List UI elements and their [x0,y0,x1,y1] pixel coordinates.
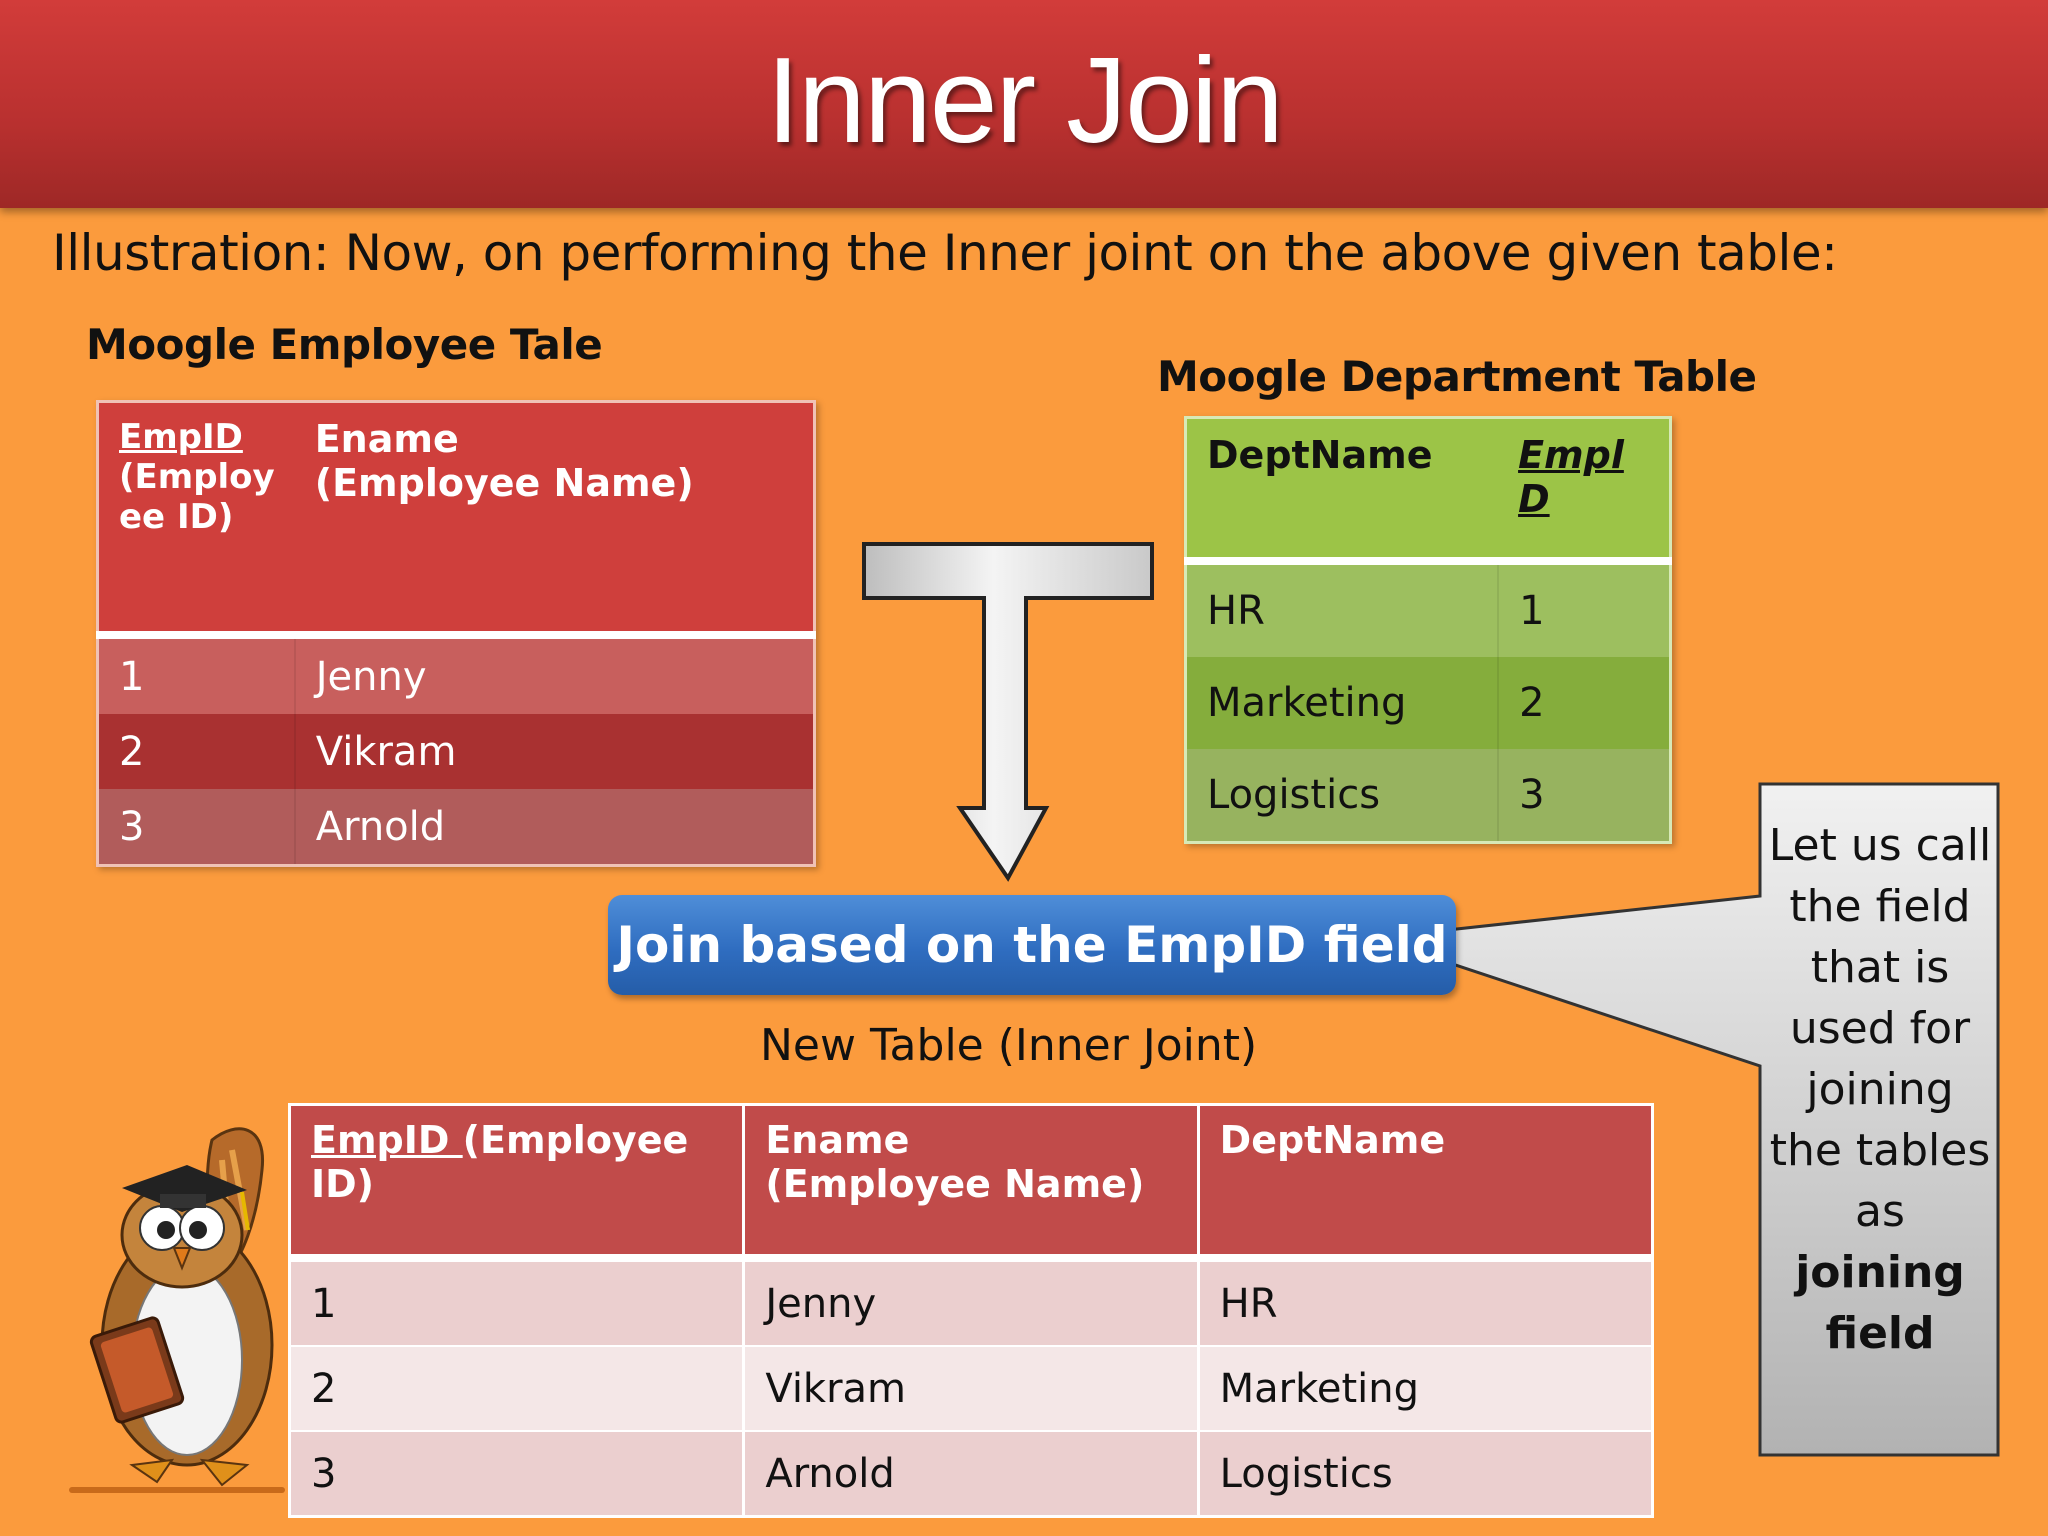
employee-table: EmpID (Employ ee ID) Ename (Employee Nam… [96,400,816,867]
down-arrow-icon [862,542,1154,882]
slide-title: Inner Join [766,32,1284,168]
result-ename-desc: (Employee Name) [765,1162,1145,1206]
employee-name-cell: Arnold [294,789,815,866]
employee-ename-label: Ename [314,417,459,461]
department-id-cell: 3 [1498,749,1671,843]
employee-empid-key: EmpID [119,417,243,457]
table-row: 2 Vikram [97,714,815,789]
employee-name-cell: Jenny [294,635,815,714]
department-table-caption: Moogle Department Table [1157,352,1757,401]
department-name-cell: Logistics [1185,749,1500,843]
result-empid-header: EmpID (Employee ID) [289,1104,744,1258]
join-label-button: Join based on the EmpID field [608,895,1456,995]
department-empid-header: Empl D [1498,417,1671,561]
department-id-cell: 1 [1498,561,1671,657]
result-name-cell: Jenny [742,1258,1199,1346]
result-name-cell: Arnold [742,1431,1199,1517]
department-deptname-header: DeptName [1185,417,1499,561]
slide-subtitle: Illustration: Now, on performing the Inn… [52,224,1838,282]
employee-table-caption: Moogle Employee Tale [86,320,603,369]
table-row: 3 Arnold Logistics [289,1431,1653,1517]
result-id-cell: 2 [289,1346,744,1431]
result-table: EmpID (Employee ID) Ename (Employee Name… [288,1103,1654,1518]
callout-text: Let us call the field that is used for j… [1764,815,1996,1364]
result-empid-desc: (Employee ID) [311,1118,689,1206]
employee-ename-desc: (Employee Name) [314,461,694,505]
result-ename-label: Ename [765,1118,910,1162]
employee-id-cell: 3 [97,789,296,866]
department-empid-line2: D [1518,477,1550,521]
callout-text-plain: Let us call the field that is used for j… [1768,820,1992,1237]
owl-mascot-icon [69,1127,285,1493]
result-id-cell: 1 [289,1258,744,1346]
department-name-cell: HR [1185,561,1500,657]
department-table-header: DeptName Empl D [1185,417,1671,561]
table-row: 2 Vikram Marketing [289,1346,1653,1431]
callout-text-bold: joining field [1795,1247,1965,1359]
table-row: 3 Arnold [97,789,815,866]
result-ename-header: Ename (Employee Name) [742,1104,1199,1258]
result-deptname-header: DeptName [1196,1104,1653,1258]
table-row: 1 Jenny [97,635,815,714]
result-dept-cell: Logistics [1196,1431,1653,1517]
employee-empid-desc: (Employ ee ID) [119,457,275,537]
table-row: HR 1 [1185,561,1671,657]
department-name-cell: Marketing [1185,657,1500,749]
result-table-header: EmpID (Employee ID) Ename (Employee Name… [289,1104,1653,1258]
result-dept-cell: HR [1196,1258,1653,1346]
department-table: DeptName Empl D HR 1 Marketing 2 Logisti… [1184,416,1672,844]
result-name-cell: Vikram [742,1346,1199,1431]
employee-id-cell: 1 [97,635,296,714]
table-row: 1 Jenny HR [289,1258,1653,1346]
table-row: Logistics 3 [1185,749,1671,843]
employee-ename-header: Ename (Employee Name) [294,401,815,635]
title-banner [0,0,2048,208]
result-empid-key: EmpID [311,1118,463,1162]
table-row: Marketing 2 [1185,657,1671,749]
employee-id-cell: 2 [97,714,296,789]
result-table-caption: New Table (Inner Joint) [760,1020,1258,1071]
result-id-cell: 3 [289,1431,744,1517]
department-empid-line1: Empl [1518,433,1624,477]
result-dept-cell: Marketing [1196,1346,1653,1431]
department-id-cell: 2 [1498,657,1671,749]
employee-name-cell: Vikram [294,714,815,789]
employee-empid-header: EmpID (Employ ee ID) [97,401,295,635]
employee-table-header: EmpID (Employ ee ID) Ename (Employee Nam… [97,401,815,635]
